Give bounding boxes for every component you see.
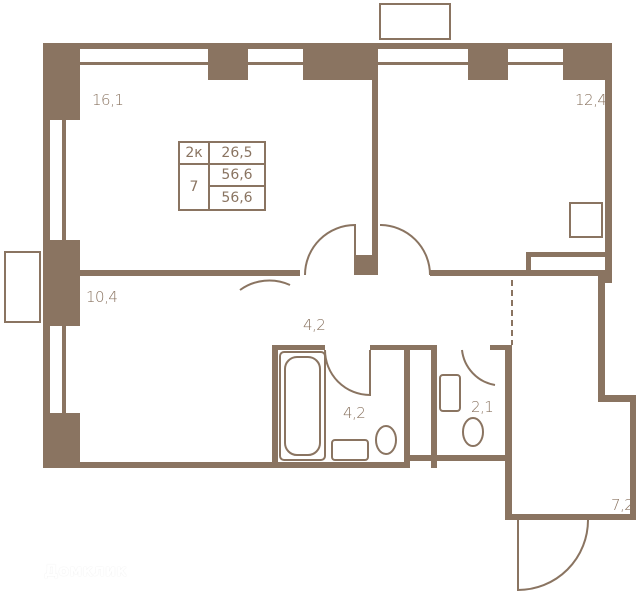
walls	[43, 43, 636, 520]
room-area-label: 10,4	[86, 288, 118, 306]
rooms-count: 2к	[180, 143, 210, 165]
total-area: 56,6	[210, 165, 264, 187]
living-area: 26,5	[210, 143, 264, 165]
room-area-label: 4,2	[343, 404, 366, 422]
watermark-text: Домклик	[44, 561, 127, 580]
fixtures	[4, 3, 603, 592]
room-area-label: 2,1	[471, 398, 494, 416]
watermark: Домклик	[22, 561, 127, 580]
room-area-label: 7,2	[611, 496, 634, 514]
room-area-label: 4,2	[303, 316, 326, 334]
room-area-label: 16,1	[92, 91, 124, 109]
total-area-2: 56,6	[221, 190, 253, 206]
apartment-info-box: 2к 26,5 7 56,6 56,6	[178, 141, 266, 211]
domclick-logo-icon	[22, 561, 38, 580]
room-area-label: 12,4	[575, 91, 607, 109]
floor-number: 7	[180, 165, 210, 209]
